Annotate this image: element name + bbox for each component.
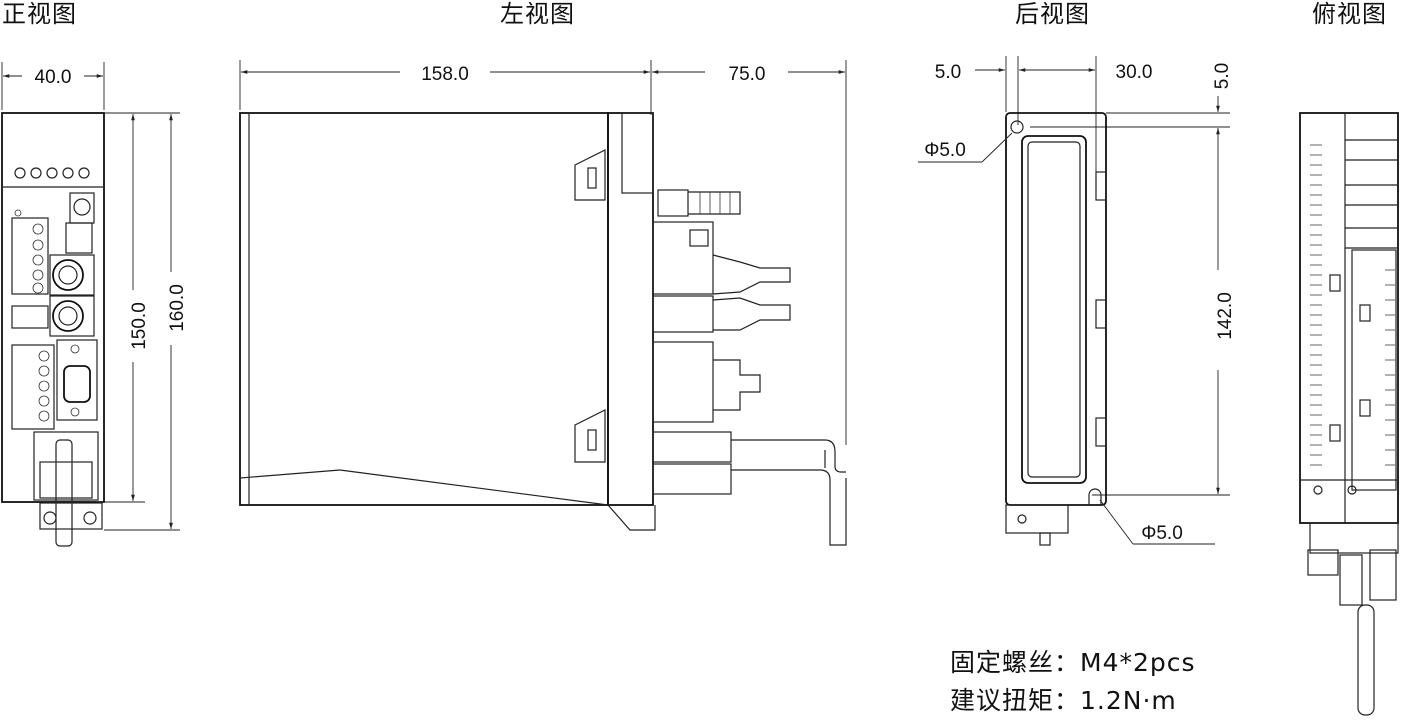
back-hole-spacing-dim: 142.0 (1215, 292, 1236, 340)
back-view: 5.0 30.0 5.0 142.0 Φ5.0 Φ5.0 (918, 56, 1236, 546)
front-width-dim: 40.0 (35, 67, 72, 88)
top-view (1299, 112, 1399, 716)
back-hole-bottom-dim: Φ5.0 (1141, 523, 1183, 544)
back-view-title: 后视图 (1015, 0, 1090, 28)
left-view-title: 左视图 (500, 0, 575, 28)
front-height-inner-dim: 150.0 (129, 302, 150, 350)
back-width-dim: 30.0 (1116, 62, 1153, 83)
left-connector-dim: 75.0 (729, 64, 766, 85)
screw-note: 固定螺丝：M4*2pcs (950, 648, 1196, 677)
back-offset-dim: 5.0 (935, 62, 961, 83)
torque-note: 建议扭矩：1.2N·m (950, 686, 1177, 715)
left-view: 158.0 75.0 (239, 60, 847, 546)
front-view: 40.0 (1, 62, 188, 547)
front-view-title: 正视图 (2, 0, 77, 28)
front-height-outer-dim: 160.0 (167, 284, 188, 332)
left-depth-dim: 158.0 (421, 64, 469, 85)
back-top-offset-dim: 5.0 (1212, 63, 1233, 89)
top-view-title: 俯视图 (1312, 0, 1387, 28)
status-leds (14, 167, 90, 179)
back-hole-top-dim: Φ5.0 (924, 140, 966, 161)
